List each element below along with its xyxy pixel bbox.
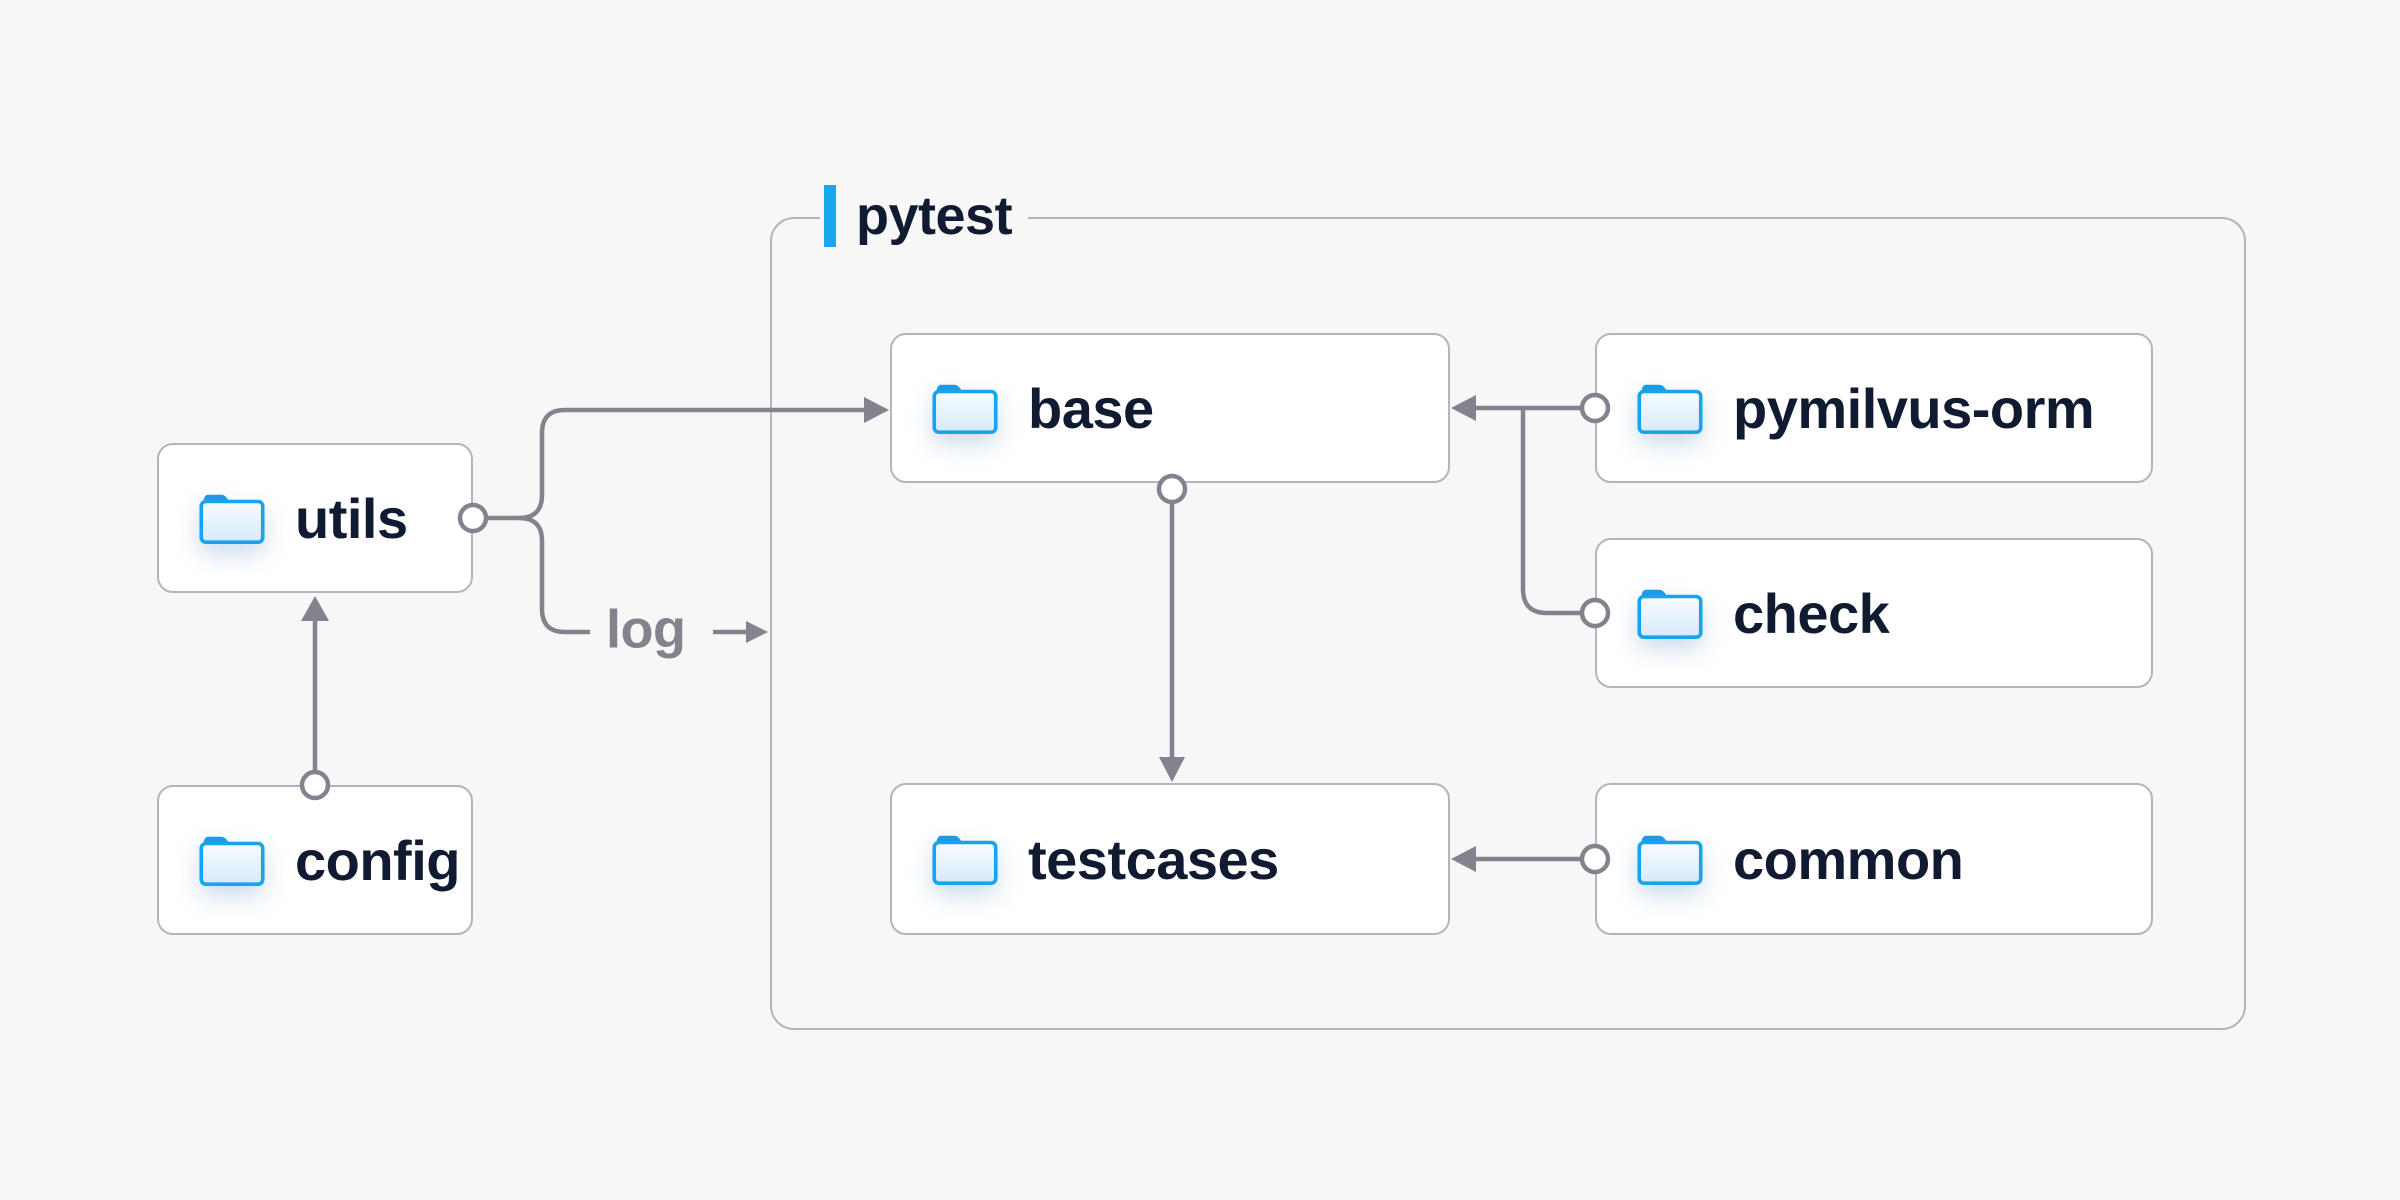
node-common: common [1595, 783, 2153, 935]
node-label: base [1028, 376, 1154, 440]
node-config: config [157, 785, 473, 935]
pytest-group-container [770, 217, 2246, 1030]
folder-icon [199, 836, 265, 887]
edge-label-log: log [606, 599, 686, 660]
folder-icon [199, 494, 265, 545]
node-testcases: testcases [890, 783, 1450, 935]
pytest-group-label: pytest [820, 183, 1029, 249]
node-label: config [295, 828, 460, 892]
arrowhead-right-icon [746, 621, 768, 643]
folder-icon [932, 835, 998, 886]
folder-icon [932, 384, 998, 435]
node-label: check [1733, 581, 1890, 645]
group-title: pytest [856, 186, 1013, 246]
node-pymilvus-orm: pymilvus-orm [1595, 333, 2153, 483]
node-label: testcases [1028, 827, 1279, 891]
node-label: common [1733, 827, 1964, 891]
node-utils: utils [157, 443, 473, 593]
arrowhead-up-icon [301, 596, 329, 621]
edge-config-to-utils [299, 596, 331, 801]
folder-icon [1637, 835, 1703, 886]
node-check: check [1595, 538, 2153, 688]
folder-icon [1637, 589, 1703, 640]
node-label: utils [295, 486, 408, 550]
accent-bar [824, 185, 836, 247]
node-label: pymilvus-orm [1733, 376, 2095, 440]
node-base: base [890, 333, 1450, 483]
folder-icon [1637, 384, 1703, 435]
